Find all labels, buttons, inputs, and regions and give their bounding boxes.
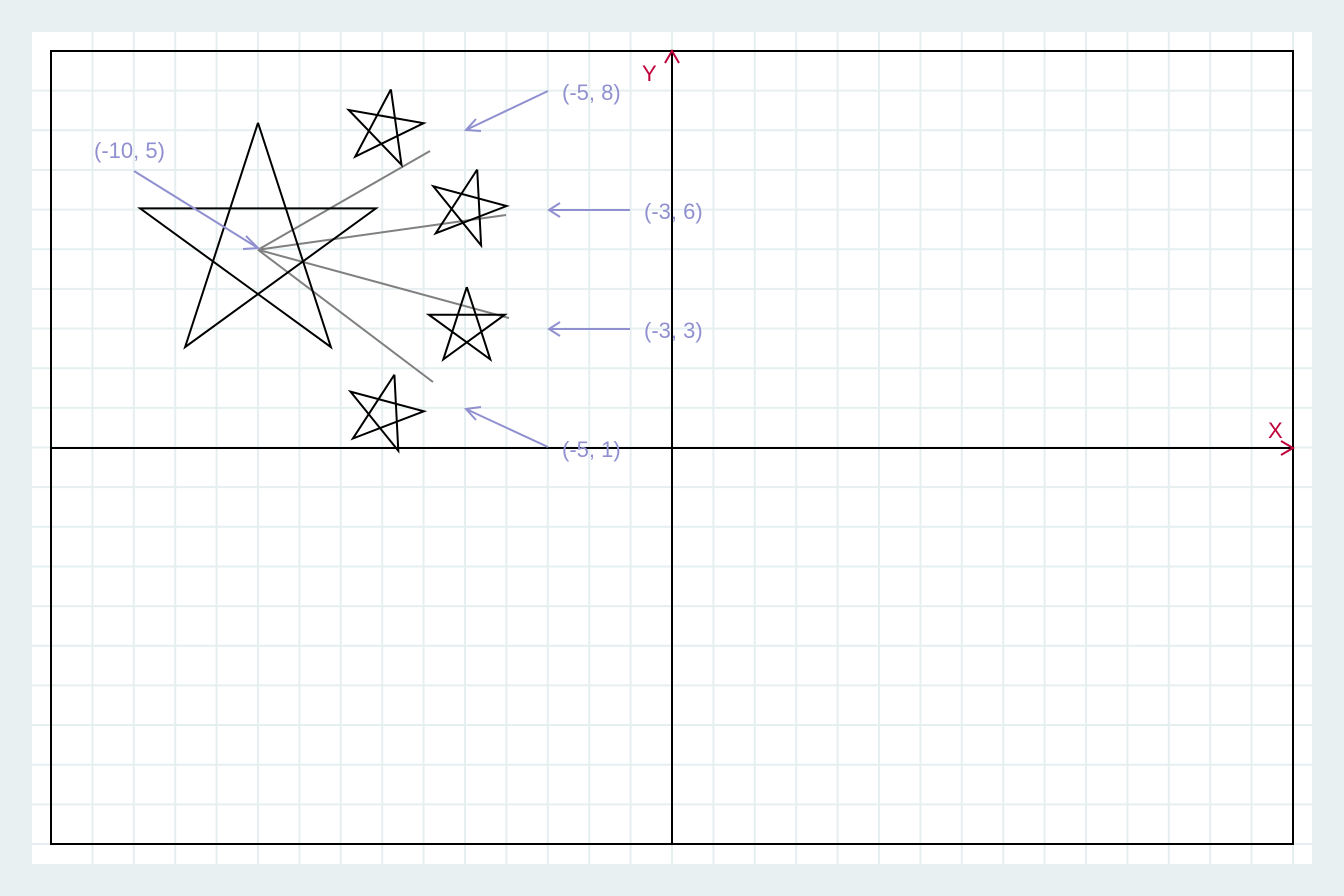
coord-label-2: (-3, 6)	[644, 199, 703, 224]
connector-line	[257, 248, 510, 319]
connector-line	[257, 214, 507, 251]
coord-label-3: (-3, 3)	[644, 318, 703, 343]
callout-arrow-main-icon	[242, 235, 261, 250]
callout-line-1	[467, 90, 549, 130]
callouts: (-10, 5) (-5, 8) (-3, 6) (-3, 3) (-5, 1)	[94, 80, 703, 462]
callout-arrow-2-icon	[547, 202, 561, 218]
callout-line-main	[133, 170, 259, 249]
y-axis-label: Y	[642, 61, 657, 86]
callout-arrow-3-icon	[547, 321, 561, 337]
x-axis-arrow-icon	[1280, 440, 1295, 456]
coord-label-4: (-5, 1)	[562, 437, 621, 462]
coord-label-1: (-5, 8)	[562, 80, 621, 105]
star-icon-small	[425, 286, 508, 363]
star-icon-small	[430, 168, 510, 249]
coord-label-main: (-10, 5)	[94, 138, 165, 163]
callout-arrow-1-icon	[463, 118, 482, 132]
axes: X Y	[51, 49, 1295, 844]
connector-line	[257, 150, 431, 251]
callout-arrow-4-icon	[463, 406, 482, 421]
star-icon-small	[345, 88, 427, 168]
connector-lines	[257, 150, 510, 383]
x-axis-label: X	[1268, 418, 1283, 443]
star-icon-main	[137, 122, 379, 350]
star-icon-small	[347, 374, 428, 454]
callout-line-4	[465, 408, 549, 448]
stars	[137, 88, 510, 454]
y-axis-arrow-icon	[664, 49, 680, 64]
